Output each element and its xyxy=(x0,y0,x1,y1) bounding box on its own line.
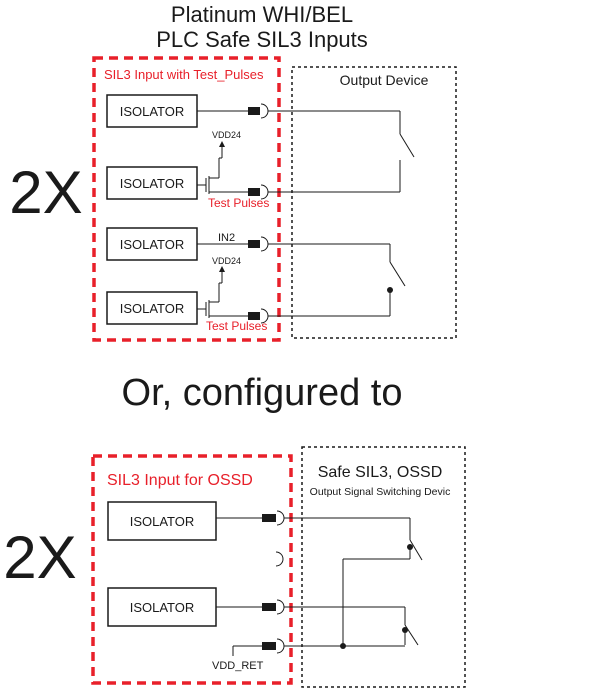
vdd-ret-label: VDD_RET xyxy=(212,660,264,672)
multiplier-top: 2X xyxy=(9,159,82,226)
connector-5 xyxy=(262,514,276,522)
title-line-2: PLC Safe SIL3 Inputs xyxy=(156,27,368,52)
separator-text: Or, configured to xyxy=(122,372,403,414)
junction-dot-top xyxy=(387,287,393,293)
connector-3 xyxy=(248,240,260,248)
connector-2 xyxy=(248,188,260,196)
isolator-label-1: ISOLATOR xyxy=(120,104,185,119)
output-device-group xyxy=(291,66,457,339)
isolator-label-5: ISOLATOR xyxy=(130,514,195,529)
output-device-label: Output Device xyxy=(340,72,429,88)
isolator-label-3: ISOLATOR xyxy=(120,237,185,252)
sil3-input-group-top-label: SIL3 Input with Test_Pulses xyxy=(104,67,264,82)
isolator-box-6 xyxy=(107,587,217,627)
vdd24-label-1: VDD24 xyxy=(212,130,241,140)
connector-4 xyxy=(248,312,260,320)
vdd24-label-2: VDD24 xyxy=(212,256,241,266)
isolator-box-4 xyxy=(106,291,198,325)
ossd-output-title: Safe SIL3, OSSD xyxy=(318,464,443,481)
isolator-label-6: ISOLATOR xyxy=(130,600,195,615)
sil3-input-group-top xyxy=(92,56,281,342)
ossd-output-subtitle: Output Signal Switching Devic xyxy=(310,486,451,498)
switch-contact-2 xyxy=(389,261,406,287)
test-pulses-label-1: Test Pulses xyxy=(208,196,269,210)
isolator-label-2: ISOLATOR xyxy=(120,176,185,191)
isolator-box-3 xyxy=(106,227,198,261)
sil3-input-group-bottom-label: SIL3 Input for OSSD xyxy=(107,472,253,489)
connector-1 xyxy=(248,107,260,115)
isolator-box-2 xyxy=(106,166,198,200)
title-line-1: Platinum WHI/BEL xyxy=(171,2,353,27)
connector-7 xyxy=(262,642,276,650)
in2-label: IN2 xyxy=(218,232,235,244)
ossd-output-group xyxy=(301,446,466,688)
multiplier-bottom: 2X xyxy=(3,524,76,591)
test-pulses-label-2: Test Pulses xyxy=(206,319,267,333)
sil3-input-group-bottom xyxy=(91,454,293,685)
connector-6 xyxy=(262,603,276,611)
isolator-box-1 xyxy=(106,94,198,128)
isolator-label-4: ISOLATOR xyxy=(120,301,185,316)
switch-contact-3 xyxy=(409,539,423,561)
isolator-box-5 xyxy=(107,501,217,541)
switch-contact-1 xyxy=(399,133,415,158)
